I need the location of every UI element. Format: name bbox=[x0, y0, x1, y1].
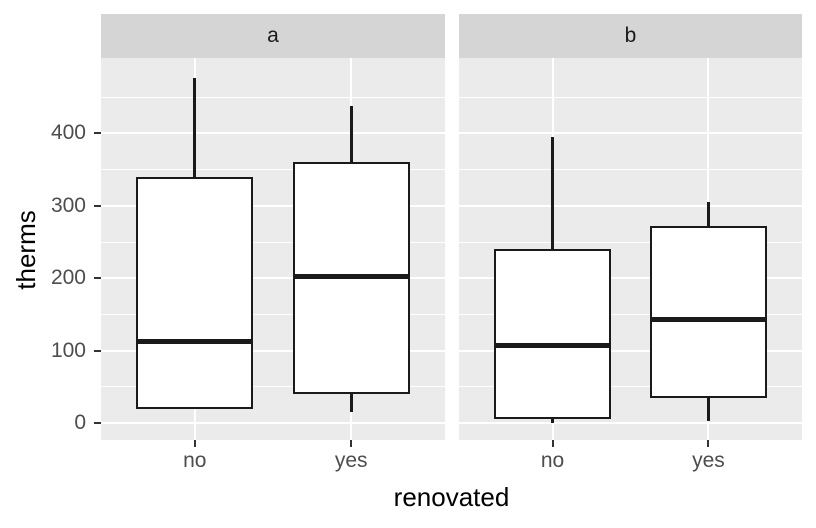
major-gridline bbox=[101, 422, 445, 424]
box-iqr bbox=[649, 226, 767, 399]
y-axis-tick bbox=[94, 204, 101, 207]
y-axis-tick bbox=[94, 422, 101, 424]
panel-a bbox=[101, 58, 445, 440]
category-label: no bbox=[540, 449, 565, 472]
major-gridline bbox=[459, 204, 802, 207]
major-gridline bbox=[101, 204, 445, 207]
minor-gridline bbox=[459, 96, 802, 98]
facet-strip-b: b bbox=[459, 14, 802, 58]
major-gridline bbox=[101, 349, 445, 352]
category-label: no bbox=[183, 449, 207, 472]
minor-gridline bbox=[459, 241, 802, 243]
median-line bbox=[136, 338, 254, 344]
major-gridline bbox=[101, 132, 445, 135]
box-iqr bbox=[494, 249, 612, 420]
minor-gridline bbox=[101, 96, 445, 98]
x-axis-title: renovated bbox=[393, 482, 510, 512]
upper-whisker bbox=[706, 202, 710, 227]
y-tick-label: 0 bbox=[74, 411, 86, 434]
upper-whisker bbox=[349, 105, 353, 163]
median-line bbox=[292, 273, 410, 279]
y-tick-label: 300 bbox=[50, 193, 86, 217]
upper-whisker bbox=[551, 137, 555, 250]
facet-label-a: a bbox=[267, 24, 279, 47]
upper-whisker bbox=[193, 77, 197, 177]
major-gridline bbox=[459, 132, 802, 135]
facet-label-b: b bbox=[624, 24, 637, 47]
major-gridline bbox=[459, 422, 802, 424]
facet-strip-a: a bbox=[101, 14, 445, 58]
minor-gridline bbox=[459, 169, 802, 171]
minor-gridline bbox=[101, 169, 445, 171]
y-axis-tick bbox=[94, 277, 101, 280]
minor-gridline bbox=[101, 241, 445, 243]
y-tick-label: 200 bbox=[50, 266, 86, 290]
y-tick-label: 400 bbox=[50, 121, 86, 145]
minor-gridline bbox=[459, 386, 802, 388]
median-line bbox=[649, 316, 767, 322]
minor-gridline bbox=[101, 386, 445, 388]
major-gridline bbox=[101, 277, 445, 280]
x-axis-tick bbox=[707, 440, 710, 447]
y-axis-tick bbox=[94, 349, 101, 352]
panel-b bbox=[459, 58, 802, 440]
y-axis-title: therms bbox=[11, 210, 41, 290]
lower-whisker bbox=[551, 419, 555, 423]
x-axis-tick bbox=[350, 440, 353, 447]
x-axis-tick bbox=[551, 440, 554, 447]
major-gridline bbox=[459, 349, 802, 352]
median-line bbox=[494, 343, 612, 349]
major-gridline bbox=[459, 277, 802, 280]
y-axis-tick bbox=[94, 132, 101, 135]
minor-gridline bbox=[459, 313, 802, 315]
y-tick-label: 100 bbox=[50, 338, 86, 362]
minor-gridline bbox=[101, 313, 445, 315]
x-axis-tick bbox=[193, 440, 196, 447]
category-label: yes bbox=[334, 449, 368, 472]
box-iqr bbox=[136, 176, 254, 409]
lower-whisker bbox=[706, 398, 710, 421]
lower-whisker bbox=[349, 394, 353, 413]
category-label: yes bbox=[692, 449, 725, 472]
